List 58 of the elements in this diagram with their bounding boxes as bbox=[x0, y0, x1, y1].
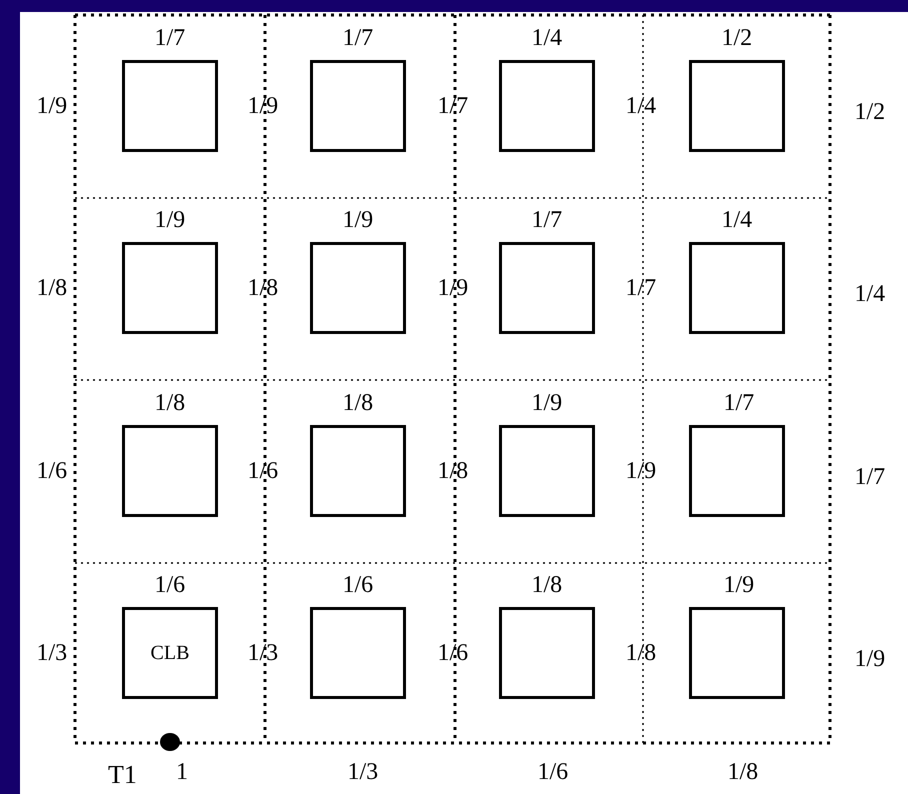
channel-weight: 1/6 bbox=[538, 759, 568, 785]
channel-weight: 1/4 bbox=[722, 207, 752, 233]
channel-weight: 1/4 bbox=[532, 25, 562, 51]
channel-weight: 1/4 bbox=[626, 93, 656, 119]
channel-weight: 1 bbox=[176, 759, 188, 785]
logic-block bbox=[310, 60, 406, 152]
logic-block bbox=[122, 60, 218, 152]
channel-weight: 1/2 bbox=[854, 99, 886, 125]
channel-weight: 1/8 bbox=[728, 759, 758, 785]
logic-block bbox=[310, 242, 406, 334]
channel-weight: 1/7 bbox=[854, 464, 886, 490]
channel-weight: 1/8 bbox=[248, 275, 278, 301]
channel-weight: 1/9 bbox=[532, 390, 562, 416]
channel-weight: 1/9 bbox=[342, 207, 374, 233]
channel-weight: 1/8 bbox=[342, 390, 374, 416]
channel-weight: 1/8 bbox=[438, 458, 468, 484]
channel-weight: 1/9 bbox=[438, 275, 468, 301]
logic-block: CLB bbox=[122, 607, 218, 699]
logic-block bbox=[499, 607, 595, 699]
terminal-dot bbox=[160, 733, 180, 751]
channel-weight: 1/6 bbox=[248, 458, 278, 484]
channel-weight: 1/7 bbox=[626, 275, 656, 301]
logic-block bbox=[310, 607, 406, 699]
channel-weight: 1/9 bbox=[154, 207, 186, 233]
logic-block bbox=[122, 425, 218, 517]
channel-weight: 1/7 bbox=[342, 25, 374, 51]
channel-weight: 1/6 bbox=[36, 458, 68, 484]
channel-weight: 1/7 bbox=[532, 207, 562, 233]
channel-weight: 1/3 bbox=[348, 759, 378, 785]
channel-weight: 1/7 bbox=[438, 93, 468, 119]
channel-weight: 1/7 bbox=[724, 390, 754, 416]
channel-weight: 1/4 bbox=[854, 281, 886, 307]
channel-weight: 1/3 bbox=[248, 640, 278, 666]
logic-block bbox=[122, 242, 218, 334]
logic-block bbox=[499, 242, 595, 334]
channel-weight: 1/8 bbox=[154, 390, 186, 416]
channel-weight: 1/6 bbox=[154, 572, 186, 598]
channel-weight: 1/9 bbox=[724, 572, 754, 598]
channel-weight: 1/9 bbox=[248, 93, 278, 119]
channel-weight: 1/7 bbox=[154, 25, 186, 51]
logic-block bbox=[499, 60, 595, 152]
channel-weight: 1/6 bbox=[342, 572, 374, 598]
channel-weight: 1/8 bbox=[626, 640, 656, 666]
logic-block bbox=[689, 425, 785, 517]
logic-block bbox=[310, 425, 406, 517]
logic-block bbox=[499, 425, 595, 517]
channel-weight: 1/6 bbox=[438, 640, 468, 666]
channel-weight: 1/9 bbox=[854, 646, 886, 672]
terminal-label: T1 bbox=[108, 762, 137, 788]
channel-weight: 1/3 bbox=[36, 640, 68, 666]
channel-weight: 1/8 bbox=[532, 572, 562, 598]
logic-block bbox=[689, 60, 785, 152]
channel-weight: 1/8 bbox=[36, 275, 68, 301]
logic-block bbox=[689, 242, 785, 334]
channel-weight: 1/9 bbox=[626, 458, 656, 484]
logic-block bbox=[689, 607, 785, 699]
channel-weight: 1/9 bbox=[36, 93, 68, 119]
channel-weight: 1/2 bbox=[722, 25, 752, 51]
